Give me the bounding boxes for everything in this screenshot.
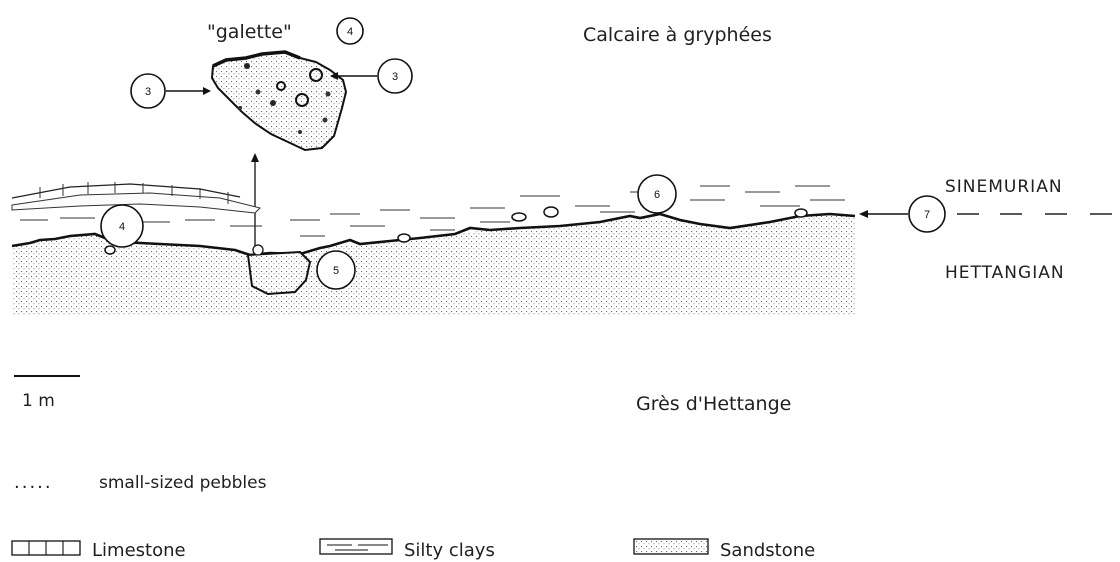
stage-lower-label: HETTANGIAN <box>945 263 1065 283</box>
legend-limestone: Limestone <box>12 540 186 561</box>
callout-surface-6: 6 <box>638 175 676 213</box>
svg-text:Silty clays: Silty clays <box>404 540 495 561</box>
formation-bottom-label: Grès d'Hettange <box>636 393 791 415</box>
svg-text:4: 4 <box>347 26 353 38</box>
svg-text:small-sized pebbles: small-sized pebbles <box>99 473 267 493</box>
svg-text:6: 6 <box>654 189 660 201</box>
callout-left-3: 3 <box>131 74 211 108</box>
svg-text:5: 5 <box>333 265 339 277</box>
svg-text:3: 3 <box>145 86 151 98</box>
galette-label: "galette" <box>207 21 292 43</box>
svg-text:.....: ..... <box>14 472 53 493</box>
callout-galette-4: 4 <box>337 18 363 44</box>
svg-text:3: 3 <box>392 71 398 83</box>
galette-origin-arrow <box>251 153 259 252</box>
scale-bar: 1 m <box>14 376 80 411</box>
callout-boundary-7: 7 <box>859 196 945 232</box>
svg-text:1 m: 1 m <box>22 391 55 411</box>
pebbles-legend: ..... small-sized pebbles <box>14 472 267 493</box>
svg-text:Sandstone: Sandstone <box>720 540 815 561</box>
callout-block-5: 5 <box>317 251 355 289</box>
svg-text:7: 7 <box>924 209 930 221</box>
legend-silty-clays: Silty clays <box>320 539 495 561</box>
limestone-layer <box>12 182 260 213</box>
stage-upper-label: SINEMURIAN <box>945 177 1063 197</box>
legend-sandstone: Sandstone <box>634 539 815 561</box>
galette-nodule <box>212 52 346 150</box>
svg-text:Limestone: Limestone <box>92 540 186 561</box>
formation-top-label: Calcaire à gryphées <box>583 24 772 46</box>
callout-surface-4: 4 <box>101 205 143 247</box>
svg-text:4: 4 <box>119 221 125 233</box>
